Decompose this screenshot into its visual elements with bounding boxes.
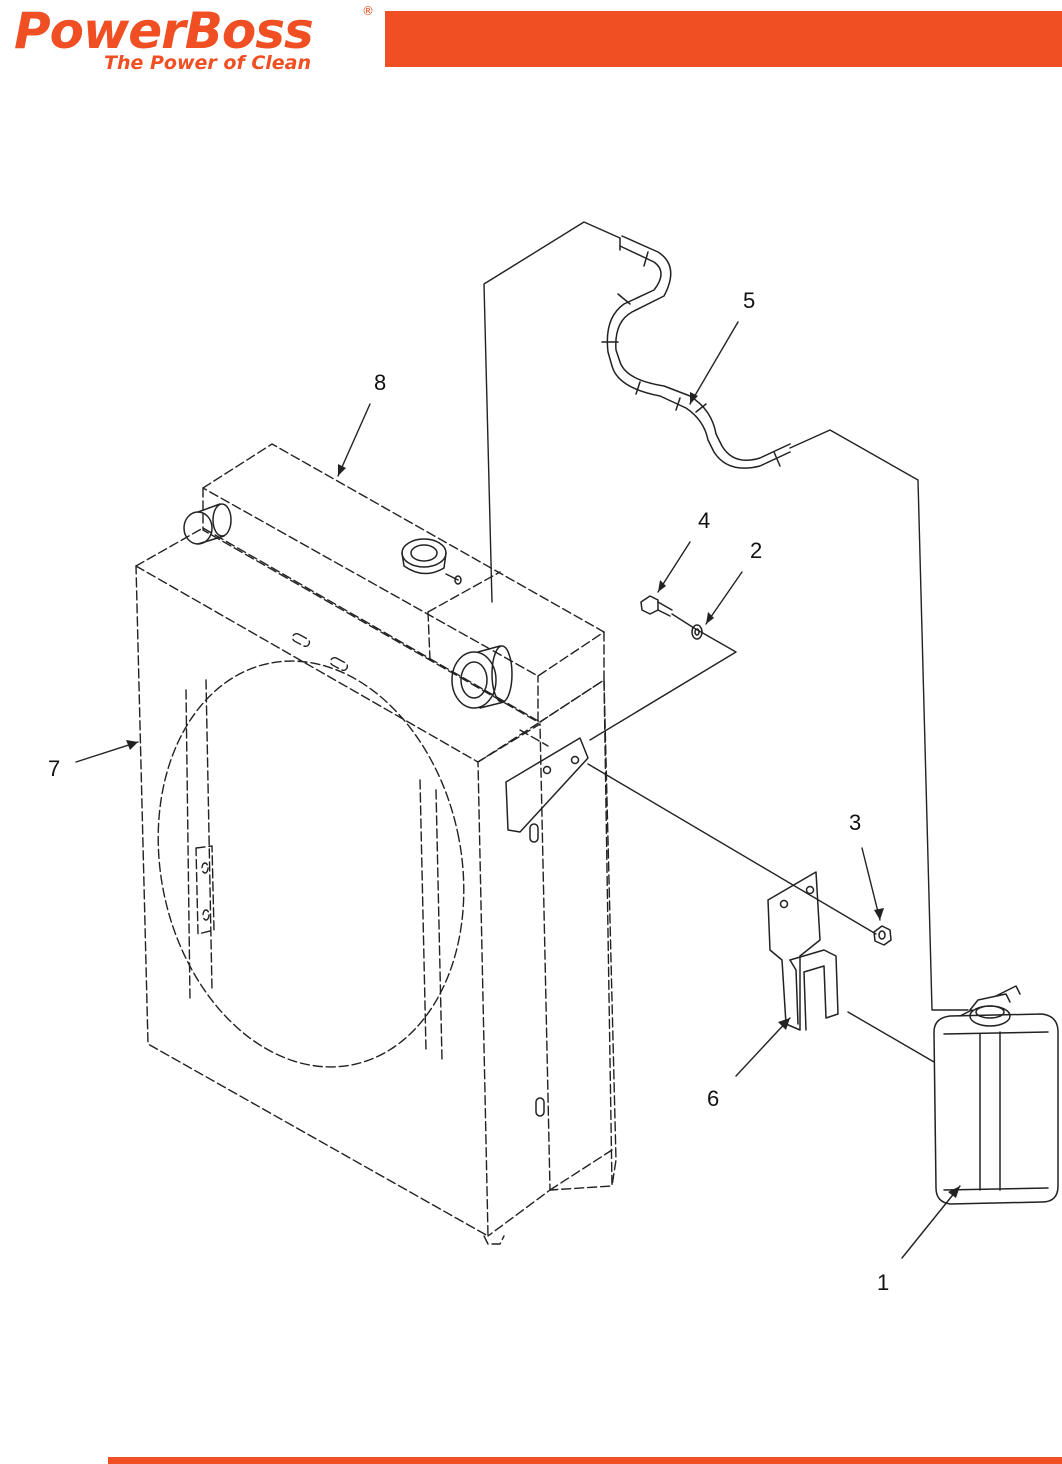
footer-accent-bar [108,1457,1062,1464]
overflow-hose [602,236,790,468]
coolant-reservoir [934,986,1058,1204]
callout-4: 4 [698,508,710,533]
header-tank [203,444,616,1190]
radiator-assembly [122,528,550,1244]
callout-8: 8 [374,370,386,395]
assembly-lines [484,222,968,1062]
tank-bracket [768,872,838,1030]
callout-7: 7 [48,756,60,781]
callout-5: 5 [743,288,755,313]
bolt [641,596,672,616]
callout-6: 6 [707,1086,719,1111]
nut [874,926,891,945]
callout-3: 3 [849,810,861,835]
callout-1: 1 [877,1270,889,1295]
callout-2: 2 [750,538,762,563]
callout-arrowheads [126,392,960,1198]
